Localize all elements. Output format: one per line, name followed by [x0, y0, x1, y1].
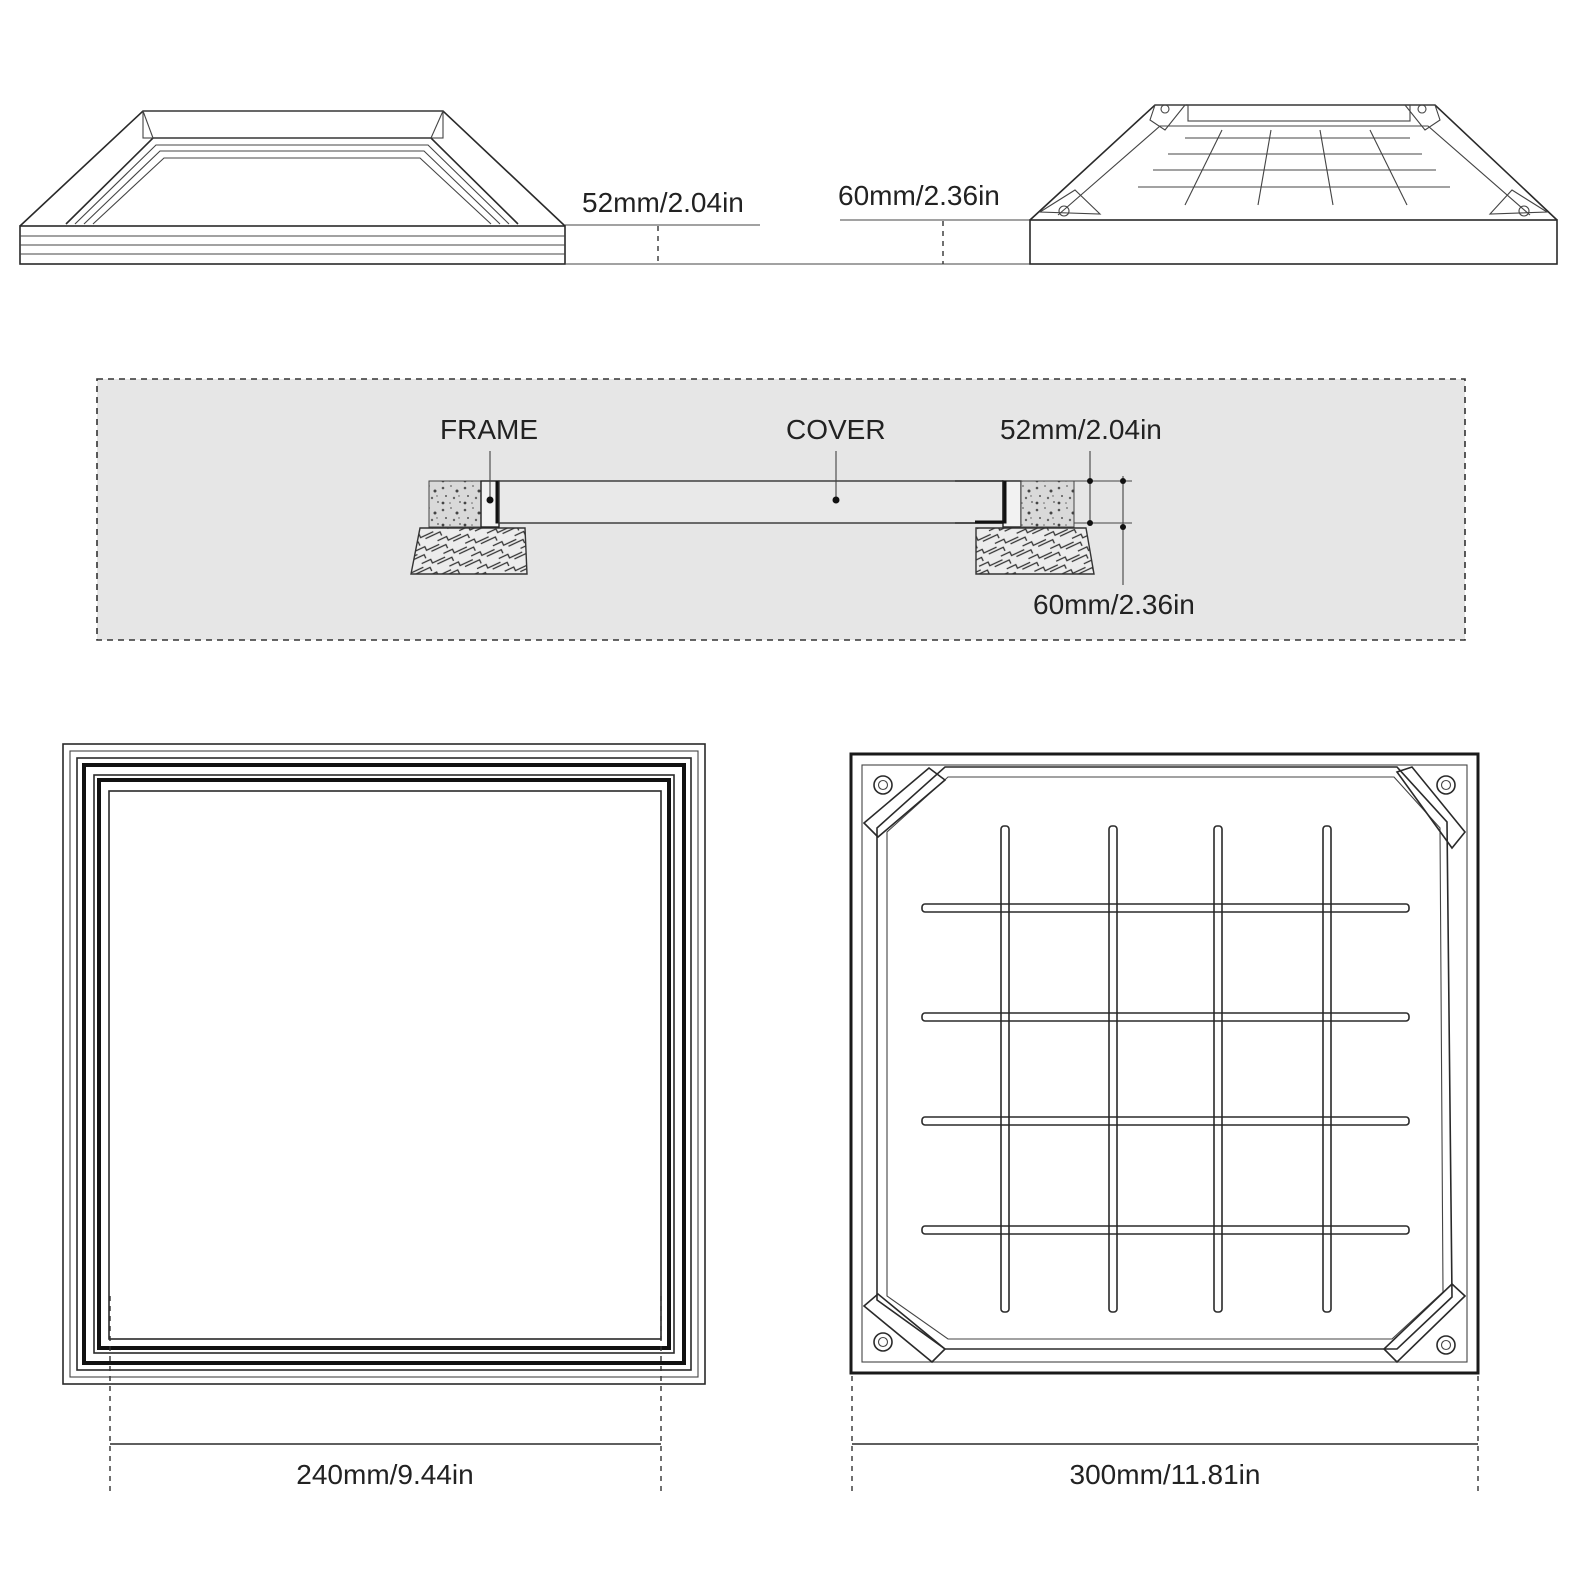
cover-height-label: 60mm/2.36in [838, 180, 1000, 211]
cover-width-dimension: 300mm/11.81in [851, 1376, 1479, 1494]
cover-plan-view [849, 752, 1480, 1375]
frame-width-label: 240mm/9.44in [296, 1459, 473, 1490]
cover-3d-view [1029, 104, 1558, 265]
height-dimension-top: 52mm/2.04in 60mm/2.36in [565, 180, 1030, 265]
cover-width-label: 300mm/11.81in [1070, 1459, 1261, 1490]
frame-plan-view [62, 743, 706, 1385]
frame-label: FRAME [440, 414, 538, 445]
section-cover-height-label: 60mm/2.36in [1033, 589, 1195, 620]
section-frame-height-label: 52mm/2.04in [1000, 414, 1162, 445]
cover-label: COVER [786, 414, 886, 445]
frame-3d-view [19, 110, 566, 265]
cover-3d-grid [1138, 129, 1450, 206]
frame-width-dimension: 240mm/9.44in [109, 1296, 662, 1494]
cross-section-panel: FRAME COVER 52mm/2.04in 60mm/2.36in [96, 378, 1466, 641]
bolt-icon-group [873, 775, 1456, 1355]
frame-height-label: 52mm/2.04in [582, 187, 744, 218]
cover-grid-ribs [921, 825, 1410, 1313]
